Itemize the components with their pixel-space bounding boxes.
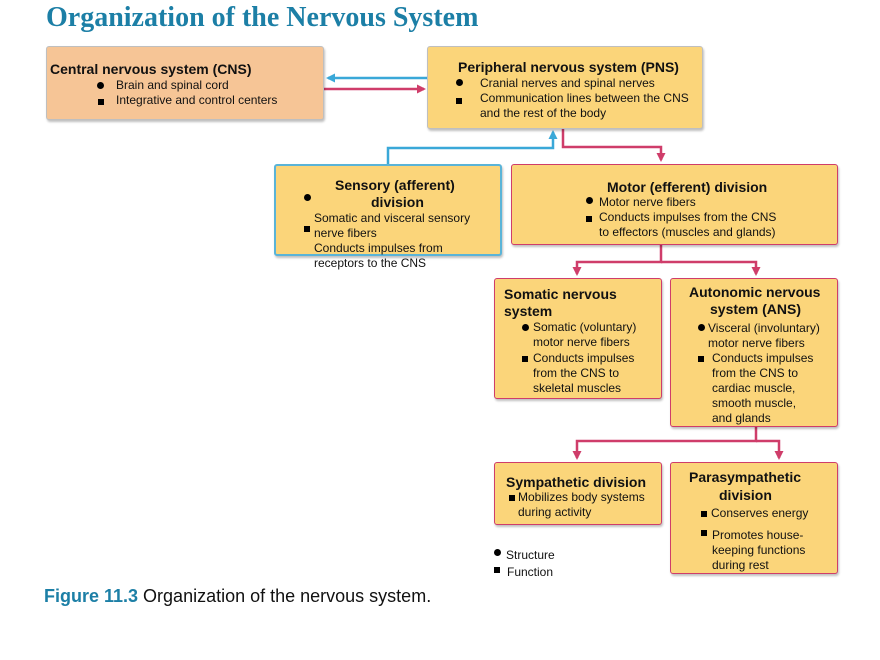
arrow-motor-to-ans	[661, 260, 761, 276]
parasympathetic-function-b-line1: Promotes house-	[712, 528, 804, 542]
arrow-sensory-to-pns	[386, 130, 558, 164]
legend-function-label: Function	[507, 565, 554, 579]
arrow-motor-to-somatic	[572, 245, 663, 276]
ans-function-line5: and glands	[712, 411, 771, 425]
function-bullet-icon	[456, 98, 462, 104]
ans-function-line3: cardiac muscle,	[712, 381, 796, 395]
sensory-heading-line1: Sensory (afferent)	[335, 177, 455, 193]
somatic-function-line1: Conducts impulses	[533, 351, 635, 365]
function-bullet-icon	[304, 226, 310, 232]
function-bullet-icon	[509, 495, 515, 501]
cns-structure: Brain and spinal cord	[116, 78, 229, 92]
pns-function-line1: Communication lines between the CNS	[480, 91, 689, 105]
ans-structure-line2: motor nerve fibers	[708, 336, 805, 350]
parasympathetic-function-b-line3: during rest	[712, 558, 769, 572]
somatic-function-line3: skeletal muscles	[533, 381, 622, 395]
arrow-ans-to-parasympathetic	[756, 439, 784, 460]
structure-bullet-icon	[97, 82, 104, 89]
ans-function-line4: smooth muscle,	[712, 396, 797, 410]
sympathetic-box: Sympathetic division Mobilizes body syst…	[494, 462, 662, 525]
function-bullet-icon	[698, 356, 704, 362]
legend-structure-icon	[494, 549, 501, 556]
ans-structure-line1: Visceral (involuntary)	[708, 321, 820, 335]
cns-box: Central nervous system (CNS) Brain and s…	[46, 46, 324, 120]
sympathetic-function-line1: Mobilizes body systems	[518, 490, 645, 504]
motor-box: Motor (efferent) division Motor nerve fi…	[511, 164, 838, 245]
sensory-text-line4: receptors to the CNS	[314, 256, 427, 270]
ans-function-line2: from the CNS to	[712, 366, 799, 380]
figure-caption-text: Organization of the nervous system.	[138, 586, 432, 606]
structure-bullet-icon	[586, 197, 593, 204]
parasympathetic-box: Parasympathetic division Conserves energ…	[670, 462, 838, 574]
somatic-structure-line2: motor nerve fibers	[533, 335, 630, 349]
sympathetic-heading: Sympathetic division	[506, 474, 647, 490]
sensory-text-line3: Conducts impulses from	[314, 241, 443, 255]
ans-heading-line2: system (ANS)	[710, 301, 802, 317]
parasympathetic-heading-line1: Parasympathetic	[689, 469, 802, 485]
function-bullet-icon	[701, 530, 707, 536]
sympathetic-function-line2: during activity	[518, 505, 592, 519]
somatic-function-line2: from the CNS to	[533, 366, 620, 380]
motor-heading: Motor (efferent) division	[607, 179, 768, 195]
pns-structure: Cranial nerves and spinal nerves	[480, 76, 655, 90]
pns-box: Peripheral nervous system (PNS) Cranial …	[427, 46, 703, 129]
motor-function-line2: to effectors (muscles and glands)	[599, 225, 776, 239]
sensory-heading-line2: division	[371, 194, 424, 210]
sensory-box: Sensory (afferent) division Somatic and …	[274, 164, 502, 270]
figure-label: Figure 11.3	[44, 586, 139, 606]
figure-caption: Figure 11.3 Organization of the nervous …	[44, 586, 431, 607]
legend-function-icon	[494, 567, 500, 573]
motor-function-line1: Conducts impulses from the CNS	[599, 210, 777, 224]
cns-heading: Central nervous system (CNS)	[50, 61, 252, 77]
arrow-ans-to-sympathetic	[572, 427, 758, 460]
structure-bullet-icon	[456, 79, 463, 86]
function-bullet-icon	[522, 356, 528, 362]
pns-function-line2: and the rest of the body	[480, 106, 607, 120]
somatic-structure-line1: Somatic (voluntary)	[533, 320, 637, 334]
parasympathetic-function-a: Conserves energy	[711, 506, 809, 520]
ans-box: Autonomic nervous system (ANS) Visceral …	[670, 278, 838, 427]
sensory-text-line2: nerve fibers	[314, 226, 377, 240]
somatic-heading-line1: Somatic nervous	[504, 286, 617, 302]
legend-structure-label: Structure	[506, 548, 555, 562]
structure-bullet-icon	[698, 324, 705, 331]
arrow-pns-to-motor	[561, 129, 666, 162]
function-bullet-icon	[701, 511, 707, 517]
page-title: Organization of the Nervous System	[46, 2, 479, 33]
function-bullet-icon	[586, 216, 592, 222]
parasympathetic-function-b-line2: keeping functions	[712, 543, 806, 557]
structure-bullet-icon	[522, 324, 529, 331]
function-bullet-icon	[98, 99, 104, 105]
ans-function-line1: Conducts impulses	[712, 351, 814, 365]
structure-bullet-icon	[304, 194, 311, 201]
pns-heading: Peripheral nervous system (PNS)	[458, 59, 679, 75]
cns-function: Integrative and control centers	[116, 93, 278, 107]
somatic-box: Somatic nervous system Somatic (voluntar…	[494, 278, 662, 399]
parasympathetic-heading-line2: division	[719, 487, 772, 503]
sensory-text-line1: Somatic and visceral sensory	[314, 211, 471, 225]
ans-heading-line1: Autonomic nervous	[689, 284, 821, 300]
motor-structure: Motor nerve fibers	[599, 195, 696, 209]
somatic-heading-line2: system	[504, 303, 553, 319]
